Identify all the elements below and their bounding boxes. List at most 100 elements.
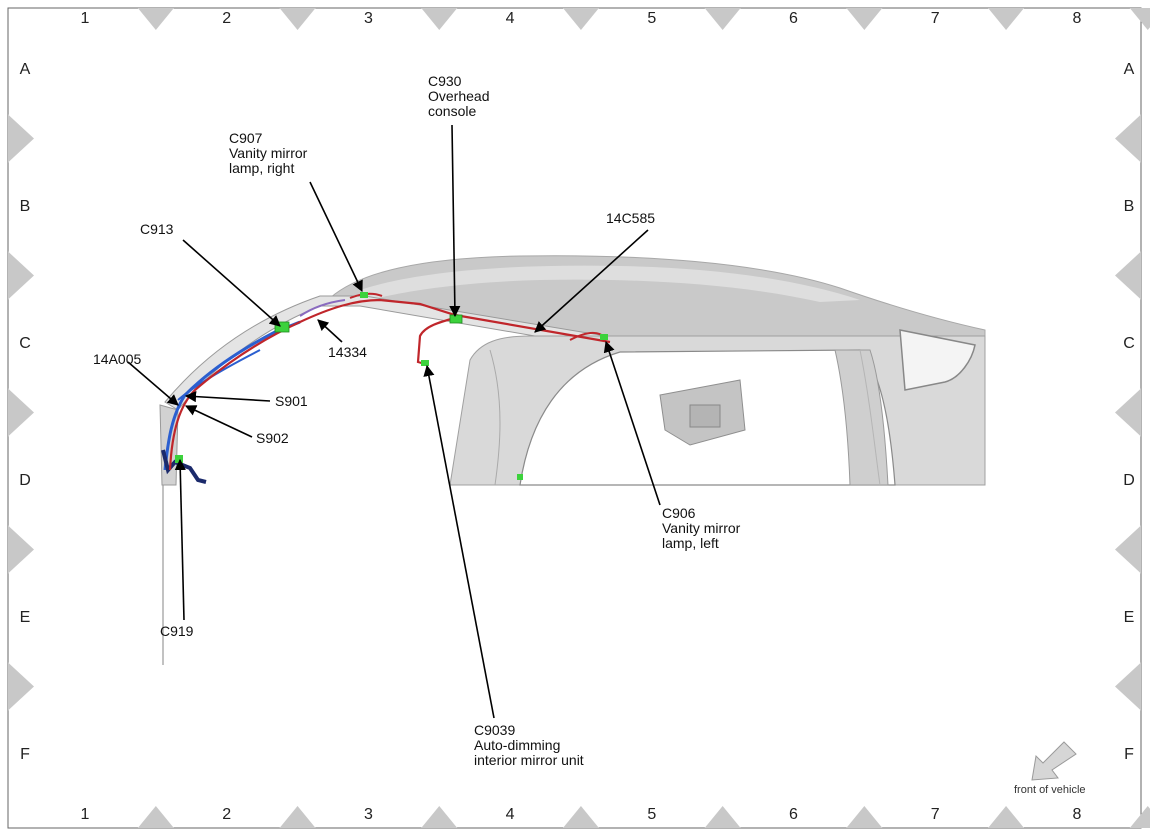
leader-c919 xyxy=(174,458,186,621)
callout-c9039-line: interior mirror unit xyxy=(474,752,584,768)
grid-column-label-bottom: 2 xyxy=(222,806,232,823)
grid-column-label-top: 2 xyxy=(222,10,232,27)
grid-marker-left xyxy=(8,114,34,163)
callout-c906-line: C906 xyxy=(662,505,696,521)
grid-marker-right xyxy=(1115,251,1141,300)
grid-column-label-bottom: 1 xyxy=(80,806,90,823)
leader-s901 xyxy=(184,391,271,403)
grid-row-label-right: E xyxy=(1123,609,1135,626)
grid-marker-top xyxy=(1129,8,1150,30)
grid-marker-bottom xyxy=(137,806,174,828)
callout-c919-line: C919 xyxy=(160,623,194,639)
grid-marker-left xyxy=(8,388,34,437)
callout-14a005-line: 14A005 xyxy=(93,351,142,367)
connector-c907 xyxy=(360,292,368,298)
harness-red-main xyxy=(168,298,611,471)
connector-c906 xyxy=(600,334,608,340)
ground-marker xyxy=(517,474,523,480)
roof-panel-highlight xyxy=(360,265,860,302)
grid-row-label-left: F xyxy=(20,746,30,763)
grid-column-label-top: 1 xyxy=(80,10,90,27)
grid-marker-right xyxy=(1115,662,1141,711)
grid-column-label-top: 4 xyxy=(505,10,515,27)
callout-14334-line: 14334 xyxy=(328,344,367,360)
callout-c9039-line: Auto-dimming xyxy=(474,737,561,753)
grid-row-label-left: A xyxy=(19,61,31,78)
grid-column-label-bottom: 3 xyxy=(363,806,373,823)
grid-marker-top xyxy=(988,8,1025,30)
connector-c9039 xyxy=(421,360,429,366)
front-of-vehicle-label: front of vehicle xyxy=(1014,784,1086,796)
grid-marker-right xyxy=(1115,525,1141,574)
grid-row-label-right: D xyxy=(1123,472,1135,489)
vehicle-body-illustration xyxy=(159,255,986,665)
callout-c930-line: Overhead xyxy=(428,88,490,104)
connector-c913 xyxy=(274,321,290,333)
grid-row-label-left: D xyxy=(19,472,31,489)
grid-marker-top xyxy=(279,8,316,30)
grid-marker-top xyxy=(562,8,599,30)
leader-c913 xyxy=(182,239,281,327)
inner-panel-line xyxy=(489,349,501,486)
callout-c930-line: C930 xyxy=(428,73,462,89)
callout-c9039-line: C9039 xyxy=(474,722,516,738)
callout-14a005: 14A005 xyxy=(93,352,141,367)
grid-marker-top xyxy=(846,8,883,30)
grid-column-label-bottom: 5 xyxy=(647,806,657,823)
inner-panel-line xyxy=(859,349,881,486)
leader-s902 xyxy=(184,405,253,438)
rear-quarter-window xyxy=(899,329,976,391)
grid-column-label-bottom: 6 xyxy=(789,806,798,823)
front-of-vehicle-arrow-icon xyxy=(1031,741,1077,781)
grid-marker-bottom xyxy=(1129,806,1150,828)
grid-marker-bottom xyxy=(421,806,458,828)
callout-c907: C907 Vanity mirror lamp, right xyxy=(229,131,307,176)
callout-c907-line: lamp, right xyxy=(229,160,295,176)
callout-14334: 14334 xyxy=(328,345,367,360)
leader-14c585 xyxy=(534,229,649,333)
bracket-detail xyxy=(689,404,721,428)
leader-lines xyxy=(127,124,661,719)
callout-s901: S901 xyxy=(275,394,308,409)
leader-c930 xyxy=(449,124,461,318)
leader-14a005 xyxy=(127,361,179,406)
grid-marker-bottom xyxy=(988,806,1025,828)
callout-c930: C930 Overhead console xyxy=(428,74,489,119)
callout-c907-line: C907 xyxy=(229,130,263,146)
grid-marker-top xyxy=(137,8,174,30)
grid-column-label-top: 5 xyxy=(647,10,657,27)
callout-s902-line: S902 xyxy=(256,430,289,446)
grid-marker-bottom xyxy=(704,806,741,828)
connector-c930 xyxy=(449,314,463,324)
grid-row-label-left: B xyxy=(19,198,31,215)
grid-row-label-right: C xyxy=(1123,335,1135,352)
grid-column-label-bottom: 7 xyxy=(930,806,940,823)
grid-row-label-left: E xyxy=(19,609,31,626)
grid-column-label-top: 3 xyxy=(363,10,373,27)
harness-red-mirror-branch xyxy=(416,316,456,366)
grid-column-label-bottom: 8 xyxy=(1072,806,1082,823)
callout-c913-line: C913 xyxy=(140,221,174,237)
callout-14c585: 14C585 xyxy=(606,211,655,226)
grid-row-label-right: F xyxy=(1124,746,1134,763)
callout-c913: C913 xyxy=(140,222,173,237)
grid-marker-bottom xyxy=(846,806,883,828)
grid-column-label-top: 8 xyxy=(1072,10,1082,27)
callout-s901-line: S901 xyxy=(275,393,308,409)
grid-edge-markers xyxy=(8,8,1150,828)
grid-marker-top xyxy=(704,8,741,30)
grid-marker-left xyxy=(8,525,34,574)
callout-c930-line: console xyxy=(428,103,477,119)
harness-purple xyxy=(299,299,346,317)
callout-c906: C906 Vanity mirror lamp, left xyxy=(662,506,740,551)
grid-marker-bottom xyxy=(279,806,316,828)
grid-marker-left xyxy=(8,251,34,300)
callout-s902: S902 xyxy=(256,431,289,446)
b-pillar xyxy=(834,349,889,486)
callout-c919: C919 xyxy=(160,624,193,639)
grid-row-label-left: C xyxy=(19,335,31,352)
grid-row-label-right: A xyxy=(1123,61,1135,78)
callout-c9039: C9039 Auto-dimming interior mirror unit xyxy=(474,723,584,768)
